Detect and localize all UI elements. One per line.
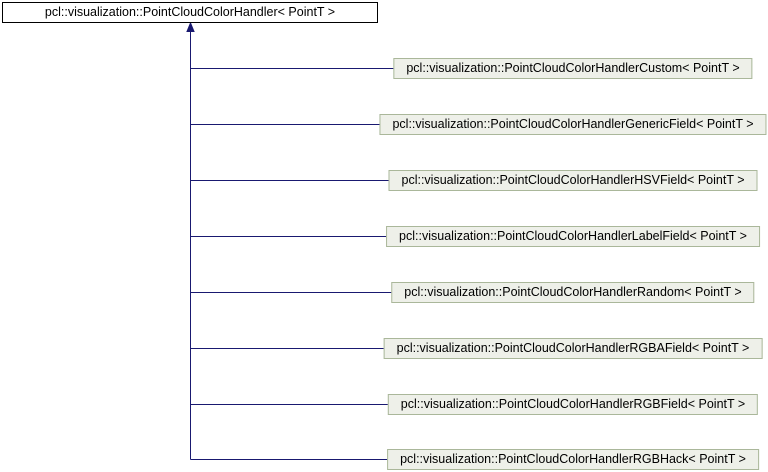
- class-node-genericfield[interactable]: pcl::visualization::PointCloudColorHandl…: [379, 114, 767, 135]
- class-node-labelfield[interactable]: pcl::visualization::PointCloudColorHandl…: [386, 226, 760, 247]
- class-node-rgbhack[interactable]: pcl::visualization::PointCloudColorHandl…: [387, 449, 759, 470]
- generalization-arrow-icon: [186, 21, 195, 32]
- class-node-random[interactable]: pcl::visualization::PointCloudColorHandl…: [391, 282, 755, 303]
- class-node-hsvfield[interactable]: pcl::visualization::PointCloudColorHandl…: [388, 170, 758, 191]
- class-node-rgbfield[interactable]: pcl::visualization::PointCloudColorHandl…: [387, 394, 759, 415]
- class-node-custom[interactable]: pcl::visualization::PointCloudColorHandl…: [393, 58, 753, 79]
- class-node-pointcloudcolorhandler[interactable]: pcl::visualization::PointCloudColorHandl…: [2, 2, 378, 23]
- class-node-rgbafield[interactable]: pcl::visualization::PointCloudColorHandl…: [383, 338, 763, 359]
